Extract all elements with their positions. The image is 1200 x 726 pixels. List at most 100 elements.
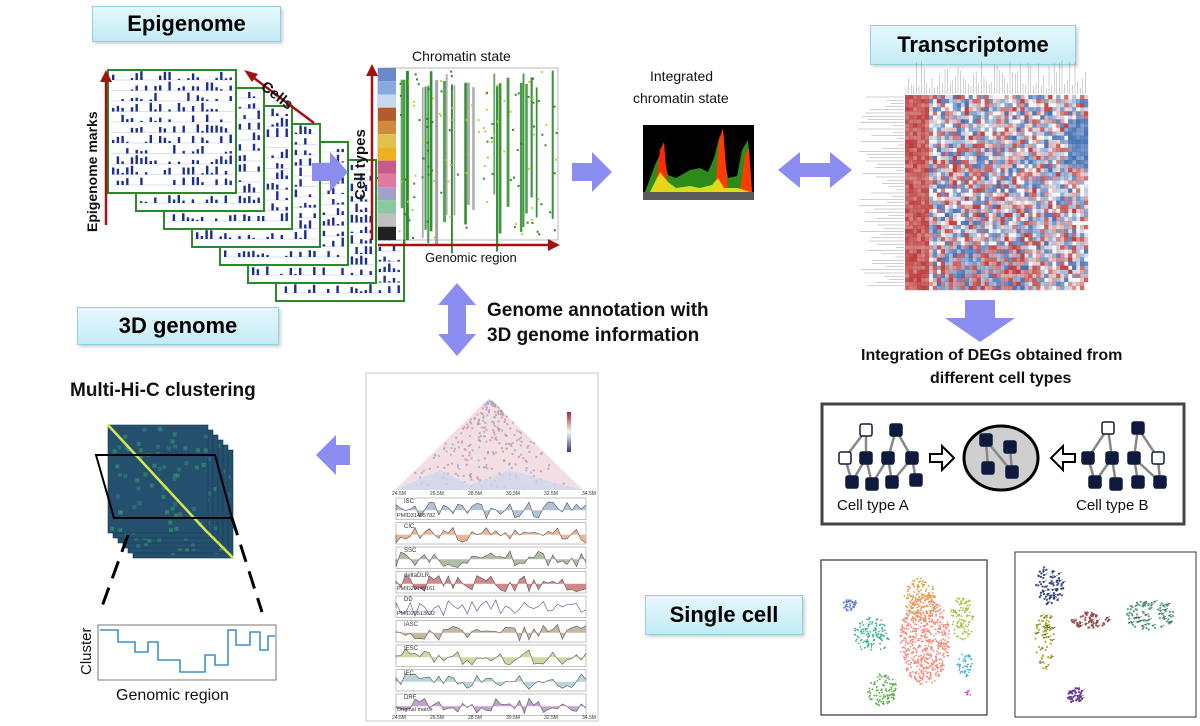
network-node xyxy=(838,451,852,465)
chromatin-title: Chromatin state xyxy=(412,48,511,64)
arrow-epi-to-chromatin xyxy=(312,152,348,192)
track-tick: 34.5M xyxy=(582,715,596,721)
network-node xyxy=(1088,475,1102,489)
network-node xyxy=(1005,465,1019,479)
network-node xyxy=(1081,451,1095,465)
network-node xyxy=(859,451,873,465)
cells-arrow-line xyxy=(249,74,315,124)
network-node xyxy=(979,433,993,447)
track-tick: 26.5M xyxy=(430,491,444,497)
cluster-line xyxy=(100,629,275,673)
single-cell-label: Single cell xyxy=(645,595,803,635)
network-node xyxy=(905,451,919,465)
network-node xyxy=(1153,475,1167,489)
network-node xyxy=(1131,421,1145,435)
deg-line1: Integration of DEGs obtained from xyxy=(861,347,1123,364)
network-node xyxy=(1151,451,1165,465)
network-node xyxy=(1127,451,1141,465)
arrow-vertical-annotation xyxy=(438,283,476,356)
epigenome-label: Epigenome xyxy=(92,6,281,42)
deg-line2: different cell types xyxy=(930,370,1072,387)
track-tick: 24.5M xyxy=(392,715,406,721)
track-area xyxy=(396,575,586,592)
track-id: PMID31495782 xyxy=(397,512,436,519)
cell-type-a-label: Cell type A xyxy=(837,497,909,514)
track-tick: 28.5M xyxy=(468,715,482,721)
track-tick: 32.5M xyxy=(544,715,558,721)
network-node xyxy=(981,461,995,475)
network-node xyxy=(881,451,895,465)
celltypes-arrow-head xyxy=(366,64,378,76)
track-id: PMID26513632 xyxy=(397,610,436,617)
network-node xyxy=(909,473,923,487)
arrow-chromatin-to-integrated xyxy=(572,152,612,192)
arrow-tracks-to-hic xyxy=(316,435,350,475)
track-id: PMID29149161 xyxy=(397,586,436,592)
track-area xyxy=(396,673,586,690)
cells-arrow-head xyxy=(244,70,258,82)
arrow-integrated-transcriptome xyxy=(778,152,852,188)
hic-title: Multi-Hi-C clustering xyxy=(70,380,256,401)
track-area xyxy=(396,624,586,641)
track-name: DRF xyxy=(404,695,417,701)
hollow-arrow-right xyxy=(929,443,956,473)
cell-type-b-label: Cell type B xyxy=(1076,497,1149,514)
track-name: SSC xyxy=(404,548,417,554)
hic-genomic-label: Genomic region xyxy=(116,687,229,704)
track-area xyxy=(396,551,586,568)
genomic-region-label: Genomic region xyxy=(425,250,517,265)
track-name: IASC xyxy=(404,621,419,628)
network-node xyxy=(1105,451,1119,465)
genome3d-label: 3D genome xyxy=(77,307,279,345)
track-name: CIC xyxy=(404,523,415,530)
cluster-plot-frame xyxy=(97,624,277,681)
track-tick: 34.5M xyxy=(582,491,596,497)
annotation-line2: 3D genome information xyxy=(487,325,700,346)
track-tick: 26.5M xyxy=(430,715,444,721)
track-name: IESC xyxy=(404,646,419,652)
track-name: DD xyxy=(404,597,413,603)
track-area xyxy=(396,502,586,519)
network-node xyxy=(1109,477,1123,491)
track-name: deltaDLR xyxy=(404,572,430,579)
track-name: ISC xyxy=(404,499,415,505)
track-tick: 24.5M xyxy=(392,491,406,497)
track-tick: 30.5M xyxy=(506,491,520,497)
network-node xyxy=(865,477,879,491)
zoom-line-right xyxy=(230,517,264,613)
hic-triangle xyxy=(395,398,583,490)
track-tick: 30.5M xyxy=(506,715,520,721)
integrated-line2: chromatin state xyxy=(633,90,729,106)
network-node xyxy=(889,423,903,437)
track-tick: 32.5M xyxy=(544,491,558,497)
hollow-arrow-left xyxy=(1049,443,1076,473)
integrated-line1: Integrated xyxy=(650,68,714,84)
network-node xyxy=(885,475,899,489)
network-node xyxy=(1131,475,1145,489)
marks-arrow-head xyxy=(100,70,112,82)
track-name: IFC xyxy=(404,670,414,677)
track-tick: 28.5M xyxy=(468,491,482,497)
transcriptome-label: Transcriptome xyxy=(870,25,1076,65)
track-frame xyxy=(395,522,587,545)
network-node xyxy=(1003,440,1017,454)
arrow-transcriptome-down xyxy=(945,300,1015,342)
network-node xyxy=(845,475,859,489)
network-node xyxy=(859,423,873,437)
annotation-line1: Genome annotation with xyxy=(487,300,709,321)
network-node xyxy=(1101,421,1115,435)
track-area xyxy=(396,527,586,543)
genomic-arrow-head xyxy=(548,239,560,251)
zoom-line-left xyxy=(98,534,130,613)
track-footer: Original matrix xyxy=(397,707,433,713)
